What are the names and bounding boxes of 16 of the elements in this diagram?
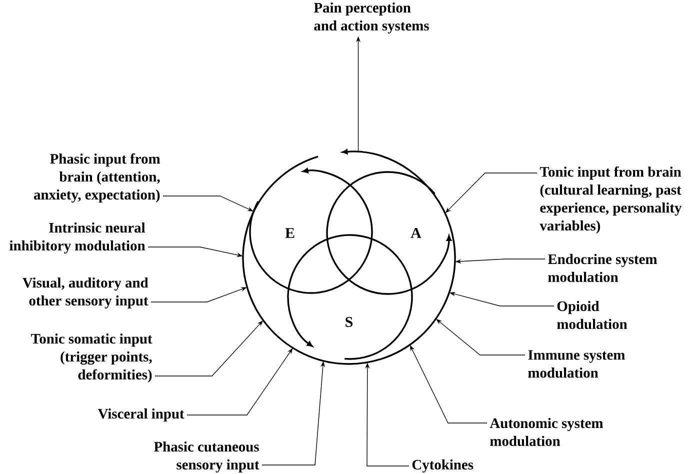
text-label: Opioid modulation <box>557 300 628 330</box>
text-label: Endocrine system modulation <box>548 254 657 282</box>
node-label: S <box>346 316 353 327</box>
text-label: Pain perception and action systems <box>314 2 429 34</box>
text-label: Phasic cutaneous sensory input <box>154 441 260 473</box>
text-label: Autonomic system modulation <box>490 418 603 446</box>
node-label: A <box>410 228 422 238</box>
text-label: Visual, auditory and other sensory input <box>22 277 148 309</box>
text-label: Tonic somatic input (trigger points, deformities) <box>31 334 152 382</box>
text-label: Phasic input from brain (attention, anxiety, expectation) <box>34 153 160 203</box>
text-label: Visceral input <box>98 408 184 422</box>
text-label: Immune system modulation <box>528 350 625 378</box>
circular-arrow <box>242 149 456 365</box>
text-label: Intrinsic neural inhibitory modulation <box>10 222 146 254</box>
text-label: Tonic input from brain (cultural learning, past experience, personality variables) <box>540 166 682 234</box>
text-label: Cytokines <box>412 459 474 473</box>
